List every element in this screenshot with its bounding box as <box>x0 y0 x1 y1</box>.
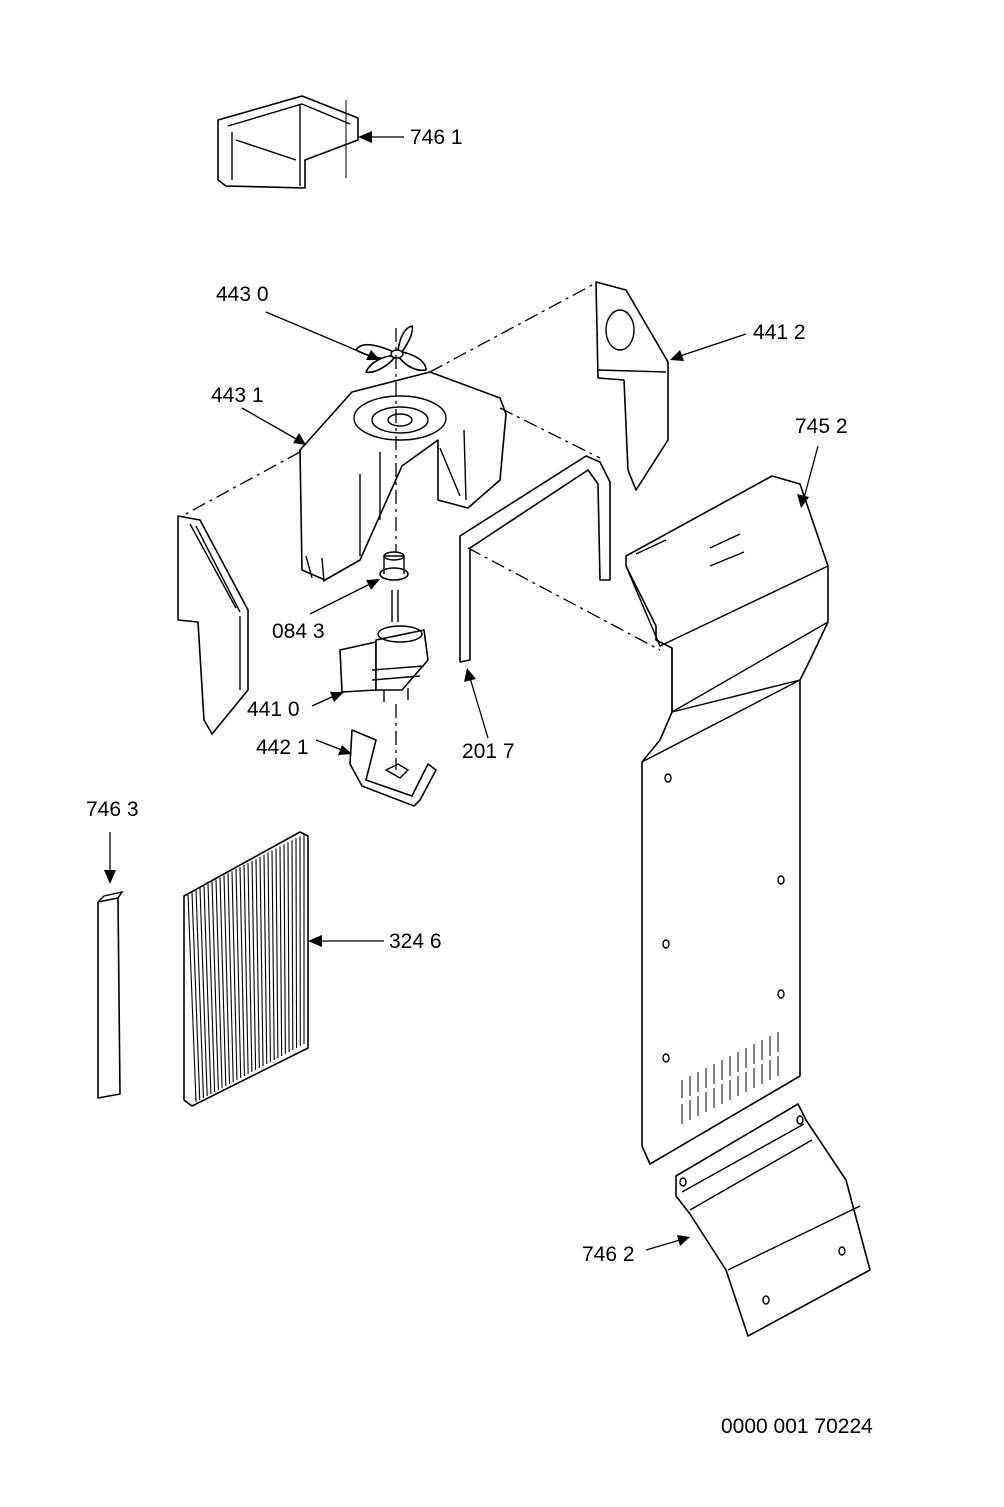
document-number: 0000 001 70224 <box>721 1416 873 1437</box>
label-443-0: 443 0 <box>216 284 269 305</box>
label-084-3: 084 3 <box>272 621 325 642</box>
label-441-2: 441 2 <box>753 322 806 343</box>
label-442-1: 442 1 <box>256 737 309 758</box>
part-442-1-bracket <box>350 730 436 806</box>
part-left-side-panel <box>178 516 248 734</box>
part-084-3-washer <box>380 552 408 622</box>
label-201-7: 201 7 <box>462 741 515 762</box>
label-746-1: 746 1 <box>410 127 463 148</box>
label-746-2: 746 2 <box>582 1244 635 1265</box>
part-746-3-strip <box>98 892 122 1098</box>
label-443-1: 443 1 <box>211 385 264 406</box>
part-324-6-filter <box>184 832 308 1106</box>
part-443-1-fan-housing <box>300 372 506 582</box>
label-441-0: 441 0 <box>247 699 300 720</box>
label-745-2: 745 2 <box>795 416 848 437</box>
part-746-1-bracket <box>218 96 358 188</box>
part-441-0-motor <box>340 626 428 702</box>
part-443-0-fan-blade <box>356 326 426 372</box>
part-745-2-duct <box>626 476 828 1164</box>
label-324-6: 324 6 <box>389 931 442 952</box>
label-746-3: 746 3 <box>86 799 139 820</box>
part-441-2-side-panel <box>596 282 668 490</box>
part-746-2-cover <box>676 1104 870 1336</box>
